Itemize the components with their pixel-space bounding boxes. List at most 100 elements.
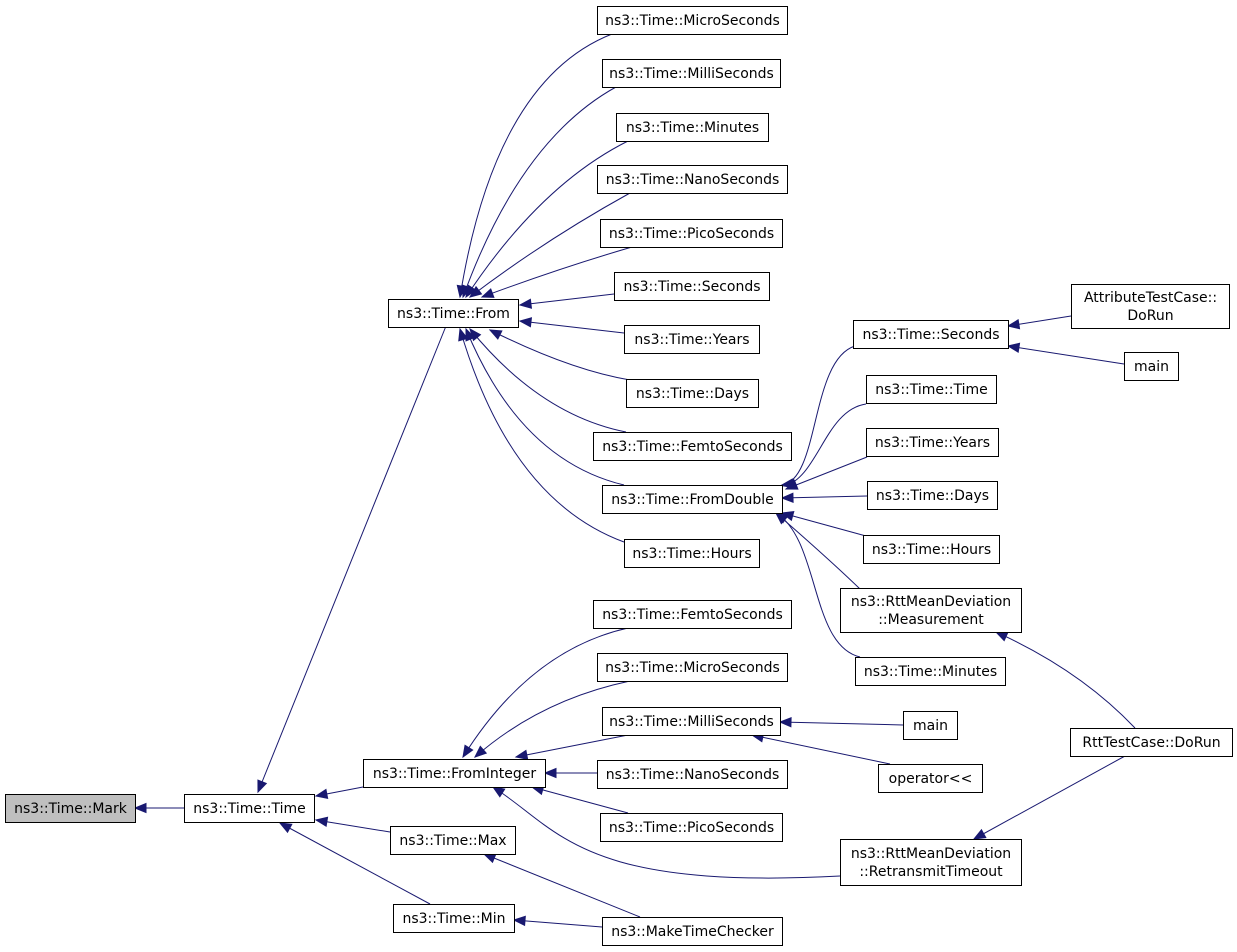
node-from-picoseconds[interactable]: ns3::Time::PicoSeconds xyxy=(600,219,783,248)
node-from-integer[interactable]: ns3::Time::FromInteger xyxy=(363,759,546,788)
node-fd-measurement[interactable]: ns3::RttMeanDeviation::Measurement xyxy=(840,588,1022,633)
edge-fi_nanoseconds-to-from_integer xyxy=(543,767,597,779)
edge-from_nanoseconds-to-from xyxy=(468,192,631,298)
node-rtt-testcase-dorun[interactable]: RttTestCase::DoRun xyxy=(1070,728,1233,757)
node-label: ns3::Time::FemtoSeconds xyxy=(602,607,783,623)
node-box xyxy=(1070,728,1233,757)
node-fd-seconds[interactable]: ns3::Time::Seconds xyxy=(853,320,1009,349)
node-box xyxy=(5,794,136,823)
edge-from_minutes-to-from xyxy=(465,140,629,299)
node-box xyxy=(863,535,1000,564)
node-from-milliseconds[interactable]: ns3::Time::MilliSeconds xyxy=(602,59,781,88)
node-box xyxy=(600,813,783,842)
edge-fi_microseconds-to-from_integer xyxy=(474,680,631,758)
node-attribute-testcase-dorun[interactable]: AttributeTestCase::DoRun xyxy=(1071,284,1230,329)
edge-rtt_testcase_dorun-to-fd_measurement xyxy=(994,631,1136,729)
node-fi-femtoseconds[interactable]: ns3::Time::FemtoSeconds xyxy=(593,600,792,629)
node-label: DoRun xyxy=(1127,308,1173,324)
node-label: ns3::Time::MilliSeconds xyxy=(609,714,774,730)
node-box xyxy=(853,320,1009,349)
edge-from_hours-to-from xyxy=(458,327,625,543)
node-label: ns3::Time::NanoSeconds xyxy=(606,767,780,783)
node-box xyxy=(602,917,783,946)
edge-main_ms-to-fi_milliseconds xyxy=(778,717,904,728)
node-label: ns3::Time::Days xyxy=(636,386,749,402)
node-from-double[interactable]: ns3::Time::FromDouble xyxy=(602,485,783,514)
node-operator-shift[interactable]: operator<< xyxy=(878,764,983,793)
node-box xyxy=(878,764,983,793)
node-from[interactable]: ns3::Time::From xyxy=(388,299,519,328)
node-label: ns3::Time::From xyxy=(397,306,510,322)
node-from-femtoseconds[interactable]: ns3::Time::FemtoSeconds xyxy=(593,432,792,461)
node-from-minutes[interactable]: ns3::Time::Minutes xyxy=(616,113,769,142)
node-label: ns3::Time::Years xyxy=(634,332,749,348)
edge-attribute_testcase_dorun-to-fd_seconds xyxy=(1006,315,1072,330)
node-fi-picoseconds[interactable]: ns3::Time::PicoSeconds xyxy=(600,813,783,842)
node-label: ns3::Time::Days xyxy=(876,488,989,504)
node-label: AttributeTestCase:: xyxy=(1084,290,1217,306)
node-box xyxy=(1124,352,1179,381)
node-fd-years[interactable]: ns3::Time::Years xyxy=(866,428,999,457)
node-label: ns3::Time::FromDouble xyxy=(611,492,774,508)
node-fi-milliseconds[interactable]: ns3::Time::MilliSeconds xyxy=(602,707,781,736)
edge-rtt_testcase_dorun-to-fi_retransmit_timeout xyxy=(972,755,1126,840)
node-fi-nanoseconds[interactable]: ns3::Time::NanoSeconds xyxy=(597,760,788,789)
node-make-time-checker[interactable]: ns3::MakeTimeChecker xyxy=(602,917,783,946)
node-fd-time[interactable]: ns3::Time::Time xyxy=(866,375,997,404)
node-label: ns3::Time::MicroSeconds xyxy=(605,13,780,29)
node-label: ns3::Time::Time xyxy=(875,382,987,398)
node-label: ns3::RttMeanDeviation xyxy=(851,846,1011,862)
node-min[interactable]: ns3::Time::Min xyxy=(393,904,515,933)
node-fi-retransmit-timeout[interactable]: ns3::RttMeanDeviation::RetransmitTimeout xyxy=(840,839,1022,886)
edge-from_milliseconds-to-from xyxy=(461,86,617,299)
edge-fd_seconds-to-from_double xyxy=(780,345,856,489)
node-box xyxy=(597,165,788,194)
node-mark[interactable]: ns3::Time::Mark xyxy=(5,794,136,823)
node-label: RttTestCase::DoRun xyxy=(1082,735,1220,751)
node-from-days[interactable]: ns3::Time::Days xyxy=(626,379,759,408)
node-label: ns3::Time::Years xyxy=(875,435,990,451)
node-box xyxy=(593,600,792,629)
node-main-ms[interactable]: main xyxy=(903,711,958,740)
node-label: ns3::Time::FromInteger xyxy=(373,766,536,782)
node-box xyxy=(867,481,998,510)
node-label: ns3::Time::Min xyxy=(402,911,505,927)
node-time-ctor[interactable]: ns3::Time::Time xyxy=(184,794,315,823)
node-box xyxy=(600,219,783,248)
node-box xyxy=(393,904,515,933)
node-box xyxy=(602,707,781,736)
node-box xyxy=(624,539,760,568)
node-label: ns3::Time::Seconds xyxy=(862,327,999,343)
node-label: ns3::MakeTimeChecker xyxy=(611,924,774,940)
node-from-hours[interactable]: ns3::Time::Hours xyxy=(624,539,760,568)
node-fi-microseconds[interactable]: ns3::Time::MicroSeconds xyxy=(597,653,788,682)
node-from-microseconds[interactable]: ns3::Time::MicroSeconds xyxy=(597,6,788,35)
edge-from_seconds-to-from xyxy=(518,293,615,309)
node-box xyxy=(614,272,770,301)
edge-from_integer-to-time_ctor xyxy=(314,786,364,799)
edge-fi_picoseconds-to-from_integer xyxy=(530,784,629,814)
node-label: ns3::Time::MilliSeconds xyxy=(609,66,774,82)
node-label: ns3::Time::FemtoSeconds xyxy=(602,439,783,455)
edge-fi_milliseconds-to-from_integer xyxy=(514,734,629,760)
edge-fd_minutes-to-from_double xyxy=(774,512,861,658)
node-box xyxy=(388,299,519,328)
edge-time_ctor-to-mark xyxy=(133,802,184,814)
edge-fi_femtoseconds-to-from_integer xyxy=(462,627,629,759)
node-label: ns3::Time::Hours xyxy=(872,542,991,558)
node-label: main xyxy=(913,718,948,734)
node-fd-hours[interactable]: ns3::Time::Hours xyxy=(863,535,1000,564)
node-from-years[interactable]: ns3::Time::Years xyxy=(624,325,760,354)
node-label: ns3::Time::NanoSeconds xyxy=(606,172,780,188)
edge-fi_retransmit_timeout-to-from_integer xyxy=(491,786,841,879)
node-max[interactable]: ns3::Time::Max xyxy=(390,826,516,855)
node-fd-days[interactable]: ns3::Time::Days xyxy=(867,481,998,510)
node-from-nanoseconds[interactable]: ns3::Time::NanoSeconds xyxy=(597,165,788,194)
node-main-seconds[interactable]: main xyxy=(1124,352,1179,381)
node-fd-minutes[interactable]: ns3::Time::Minutes xyxy=(855,657,1006,686)
node-box xyxy=(1071,284,1230,329)
node-from-seconds[interactable]: ns3::Time::Seconds xyxy=(614,272,770,301)
node-label: ns3::Time::Max xyxy=(399,833,506,849)
